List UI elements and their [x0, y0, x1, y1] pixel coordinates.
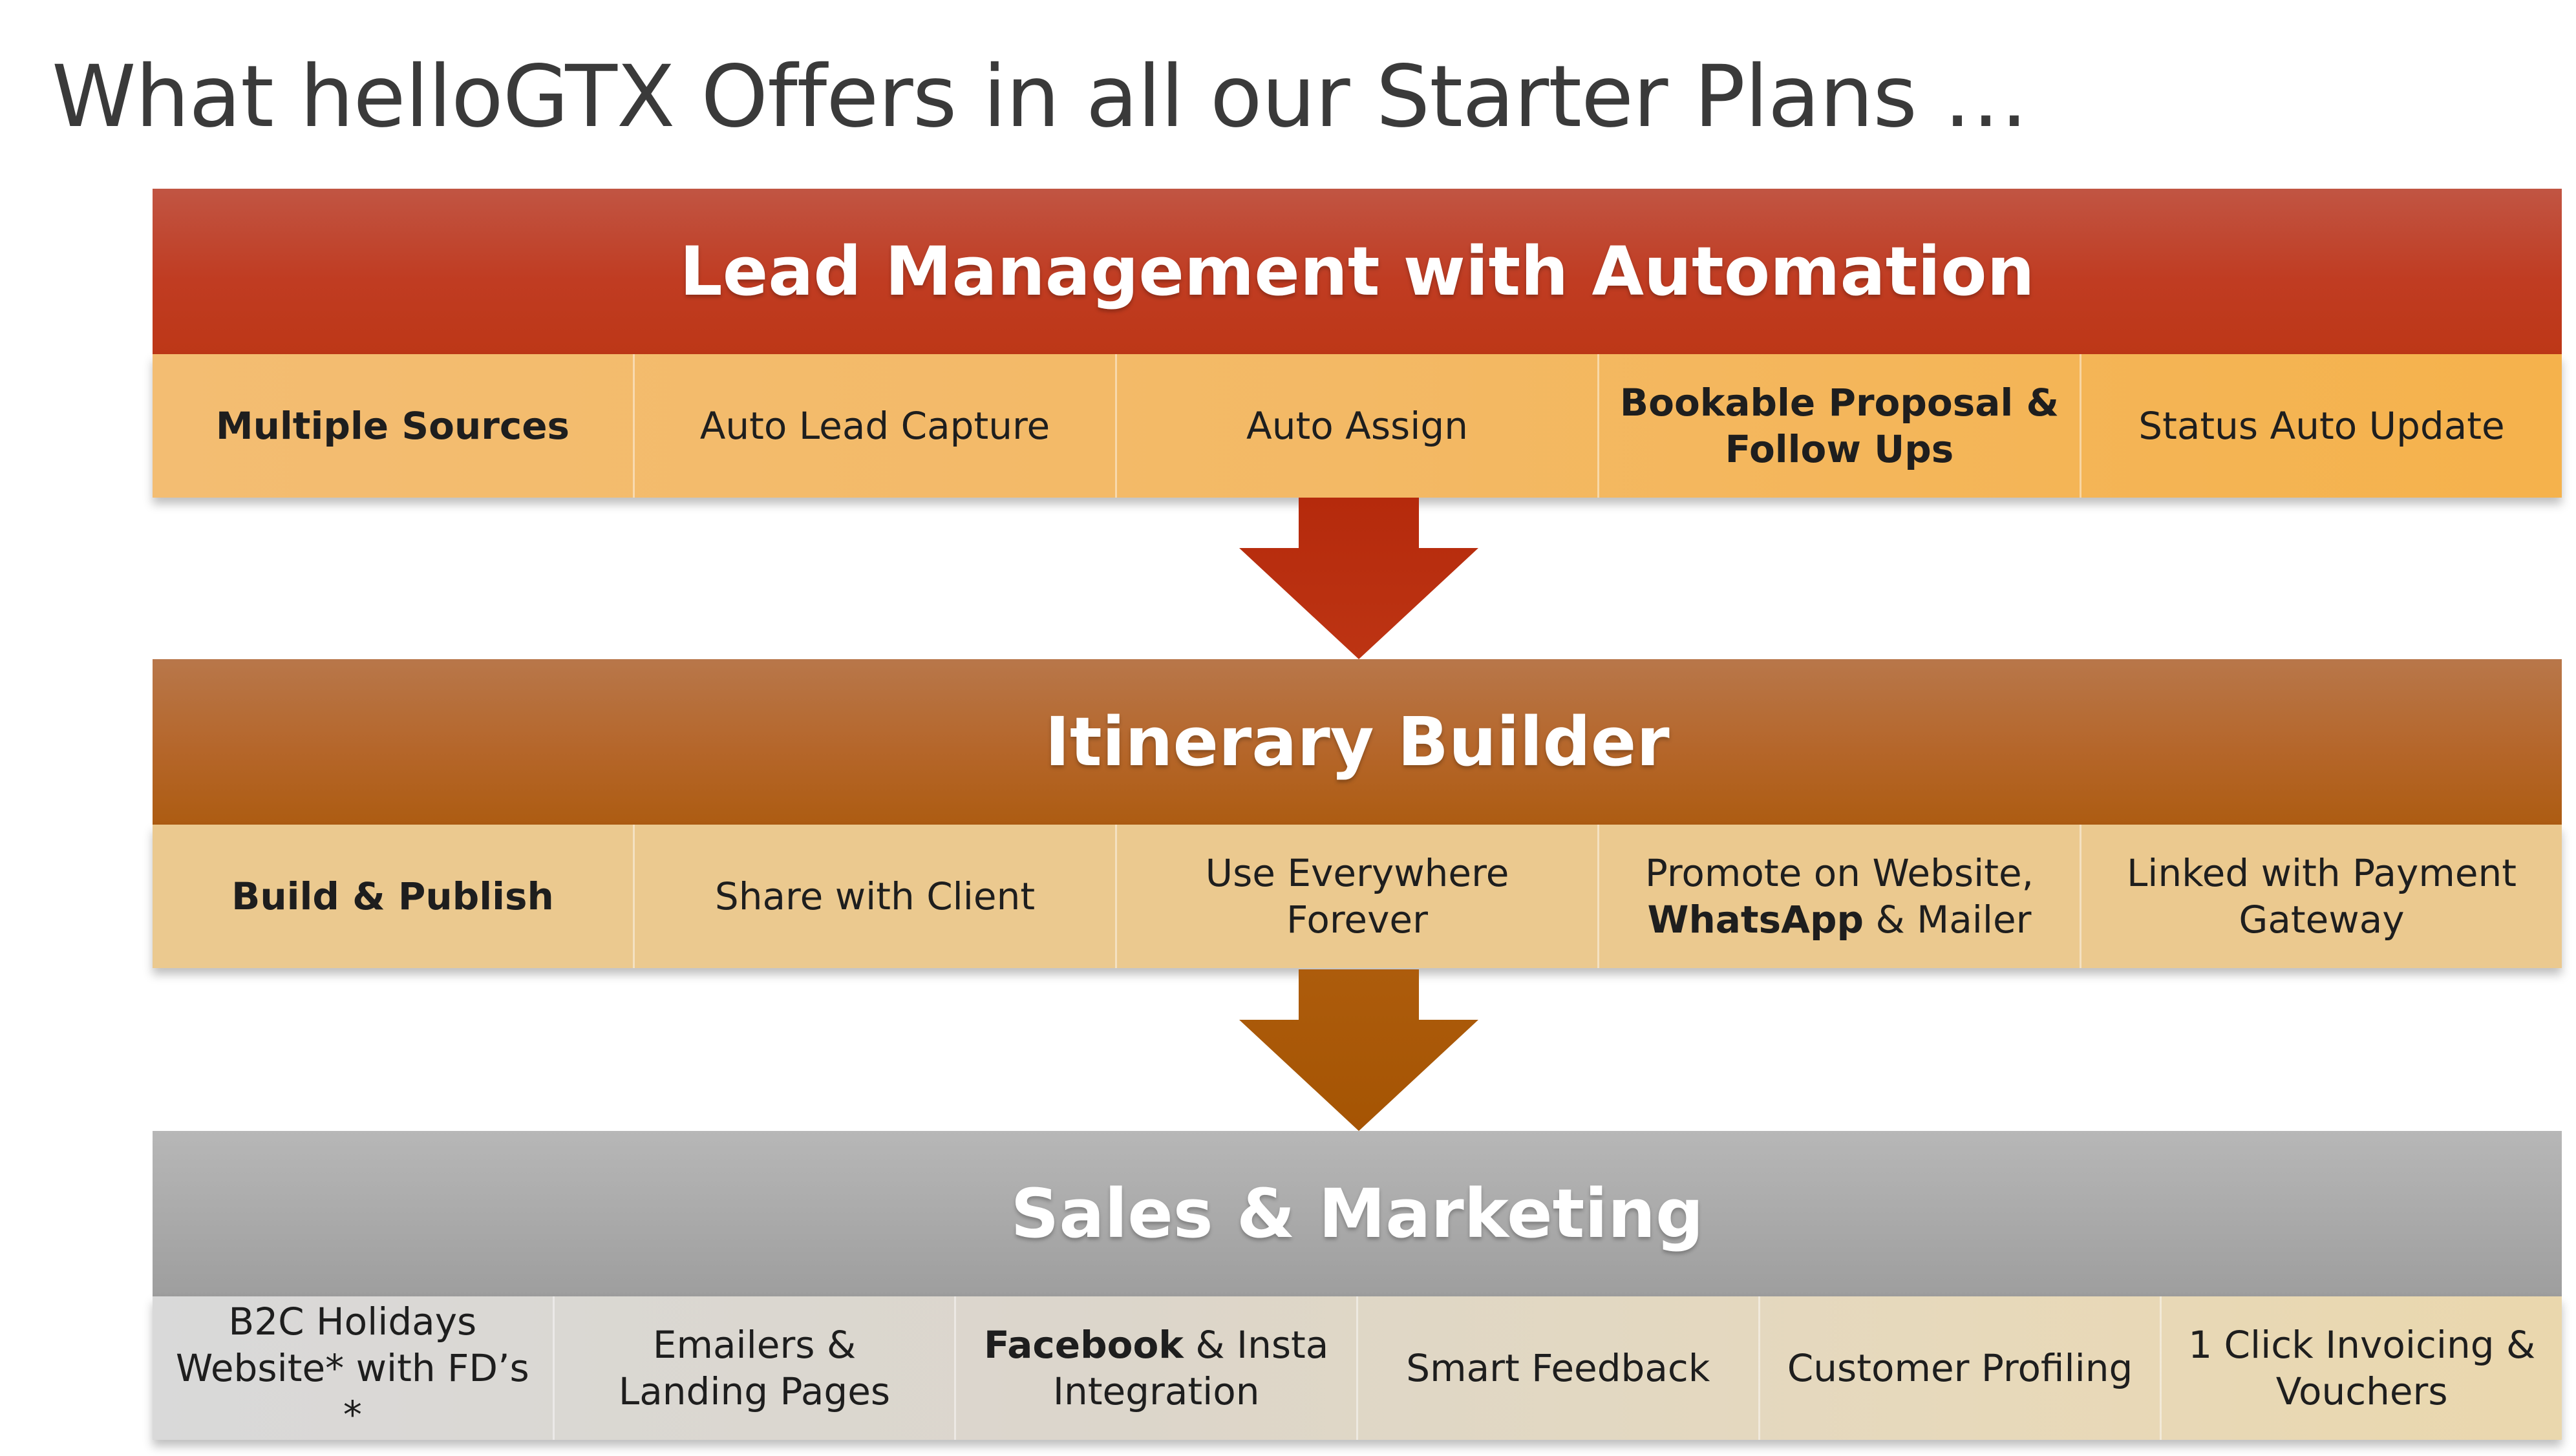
item-label-group: Promote on Website, WhatsApp & Mailer	[1645, 850, 2034, 943]
item-label: Emailers & Landing Pages	[618, 1323, 891, 1413]
item-label: Auto Assign	[1246, 404, 1468, 448]
lead-management-section: Lead Management with Automation Multiple…	[153, 189, 2562, 498]
itinerary-builder-section: Itinerary Builder Build & Publish Share …	[153, 659, 2562, 968]
item-share-with-client: Share with Client	[635, 825, 1117, 968]
lead-management-header: Lead Management with Automation	[153, 189, 2562, 354]
down-arrow-icon	[1239, 498, 1478, 659]
item-auto-assign: Auto Assign	[1117, 354, 1599, 498]
item-label: Linked with Payment Gateway	[2126, 851, 2517, 942]
page-title: What helloGTX Offers in all our Starter …	[52, 47, 2028, 147]
item-label: B2C Holidays Website* with FD’s *	[175, 1300, 529, 1437]
item-label-bold: Facebook	[984, 1323, 1184, 1367]
item-multiple-sources: Multiple Sources	[153, 354, 635, 498]
item-label-bold: Build & Publish	[231, 874, 554, 918]
item-label: Customer Profiling	[1787, 1346, 2133, 1390]
item-emailers: Emailers & Landing Pages	[555, 1296, 957, 1440]
itinerary-builder-header: Itinerary Builder	[153, 659, 2562, 825]
item-bookable-proposal: Bookable Proposal & Follow Ups	[1599, 354, 2081, 498]
item-label-bold: Multiple Sources	[215, 404, 570, 448]
item-build-publish: Build & Publish	[153, 825, 635, 968]
item-status-auto-update: Status Auto Update	[2081, 354, 2562, 498]
item-label: & Insta Integration	[1052, 1323, 1329, 1413]
item-customer-profiling: Customer Profiling	[1760, 1296, 2162, 1440]
item-label: Auto Lead Capture	[699, 404, 1050, 448]
itinerary-builder-items: Build & Publish Share with Client Use Ev…	[153, 825, 2562, 968]
lead-management-items: Multiple Sources Auto Lead Capture Auto …	[153, 354, 2562, 498]
item-label: 1 Click Invoicing & Vouchers	[2188, 1323, 2536, 1413]
item-b2c-website: B2C Holidays Website* with FD’s *	[153, 1296, 555, 1440]
sales-marketing-section: Sales & Marketing B2C Holidays Website* …	[153, 1131, 2562, 1440]
item-label: Smart Feedback	[1406, 1346, 1710, 1390]
item-label-bold: Bookable Proposal & Follow Ups	[1619, 381, 2060, 471]
item-label: Share with Client	[714, 874, 1036, 918]
item-label-group: Facebook & Insta Integration	[975, 1322, 1337, 1415]
sales-marketing-items: B2C Holidays Website* with FD’s * Emaile…	[153, 1296, 2562, 1440]
item-label-pre: Promote on Website,	[1645, 851, 2034, 895]
item-smart-feedback: Smart Feedback	[1358, 1296, 1760, 1440]
item-label: & Mailer	[1875, 898, 2032, 942]
down-arrow-icon	[1239, 969, 1478, 1131]
item-use-everywhere: Use Everywhere Forever	[1117, 825, 1599, 968]
item-facebook-insta: Facebook & Insta Integration	[956, 1296, 1359, 1440]
item-label: Use Everywhere Forever	[1205, 851, 1509, 942]
item-label: Status Auto Update	[2138, 404, 2505, 448]
item-label-bold: WhatsApp	[1647, 898, 1864, 942]
item-auto-lead-capture: Auto Lead Capture	[635, 354, 1117, 498]
item-invoicing: 1 Click Invoicing & Vouchers	[2162, 1296, 2562, 1440]
sales-marketing-header: Sales & Marketing	[153, 1131, 2562, 1296]
item-payment-gateway: Linked with Payment Gateway	[2081, 825, 2562, 968]
item-promote: Promote on Website, WhatsApp & Mailer	[1599, 825, 2081, 968]
